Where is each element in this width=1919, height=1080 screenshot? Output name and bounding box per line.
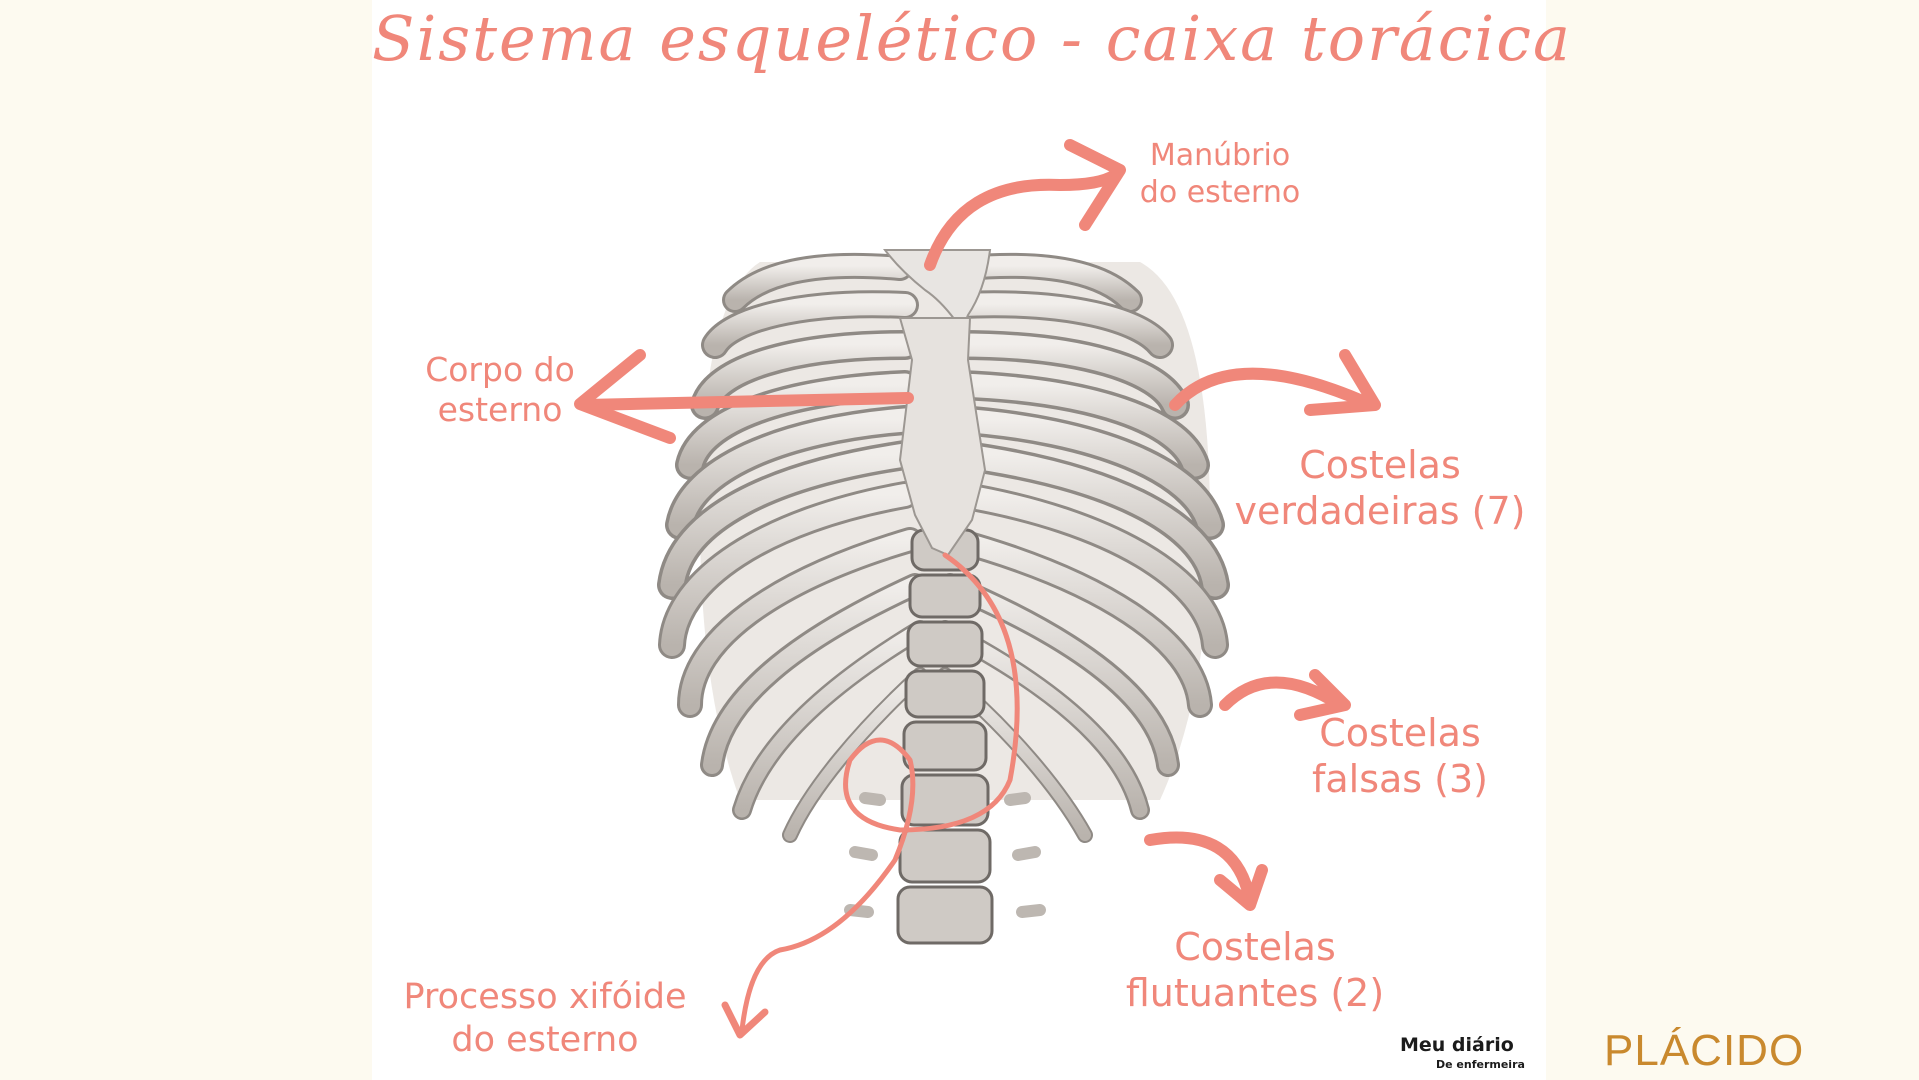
label-manubrio-line-2: do esterno: [1139, 174, 1301, 210]
label-flutuantes-line-2: flutuantes (2): [1125, 971, 1385, 1016]
page-title: Sistema esquelético - caixa torácica: [372, 2, 1572, 75]
arrowhead-falsas: [1294, 669, 1351, 721]
logo-main-text: Meu diário: [1400, 1034, 1514, 1056]
label-falsas-line-2: falsas (3): [1311, 757, 1488, 802]
brand-logo: Meu diário De enfermeira: [1392, 1030, 1542, 1080]
arrow-xifoide: [739, 552, 1020, 1033]
label-costelas-flutuantes: Costelas flutuantes (2): [1100, 924, 1410, 1017]
watermark-text: PLÁCIDO: [1604, 1026, 1805, 1075]
arrowhead-corpo: [574, 349, 676, 444]
label-costelas-falsas: Costelas falsas (3): [1290, 710, 1510, 803]
label-corpo-line-2: esterno: [437, 390, 563, 430]
arrowhead-flutuantes: [1214, 864, 1268, 911]
vertebral-column: [844, 528, 1046, 945]
arrow-verdadeiras: [1169, 367, 1366, 411]
label-costelas-verdadeiras: Costelas verdadeiras (7): [1230, 442, 1530, 535]
arrowhead-xifoide: [721, 1001, 769, 1039]
arrowhead-manubrio: [1064, 139, 1126, 231]
label-corpo-esterno: Corpo do esterno: [400, 350, 600, 431]
label-manubrio: Manúbrio do esterno: [1110, 138, 1330, 211]
label-corpo-line-1: Corpo do: [425, 350, 575, 389]
label-xifoide-line-2: do esterno: [451, 1019, 639, 1060]
arrow-flutuantes: [1144, 831, 1256, 906]
label-falsas-line-1: Costelas: [1319, 711, 1481, 755]
sternum: [882, 249, 992, 557]
arrow-manubrio: [924, 169, 1121, 271]
arrowhead-verdadeiras: [1304, 349, 1381, 416]
label-verdadeiras-line-2: verdadeiras (7): [1234, 489, 1526, 534]
logo-sub-text: De enfermeira: [1436, 1058, 1525, 1071]
left-ribs: [657, 252, 930, 843]
arrow-corpo: [579, 392, 914, 411]
label-processo-xifoide: Processo xifóide do esterno: [380, 976, 710, 1061]
label-xifoide-line-1: Processo xifóide: [403, 977, 687, 1017]
label-flutuantes-line-1: Costelas: [1174, 925, 1336, 969]
annotation-arrows: [574, 139, 1381, 1039]
arrow-falsas: [1219, 676, 1346, 711]
label-verdadeiras-line-1: Costelas: [1299, 443, 1461, 487]
label-manubrio-line-1: Manúbrio: [1149, 138, 1291, 173]
